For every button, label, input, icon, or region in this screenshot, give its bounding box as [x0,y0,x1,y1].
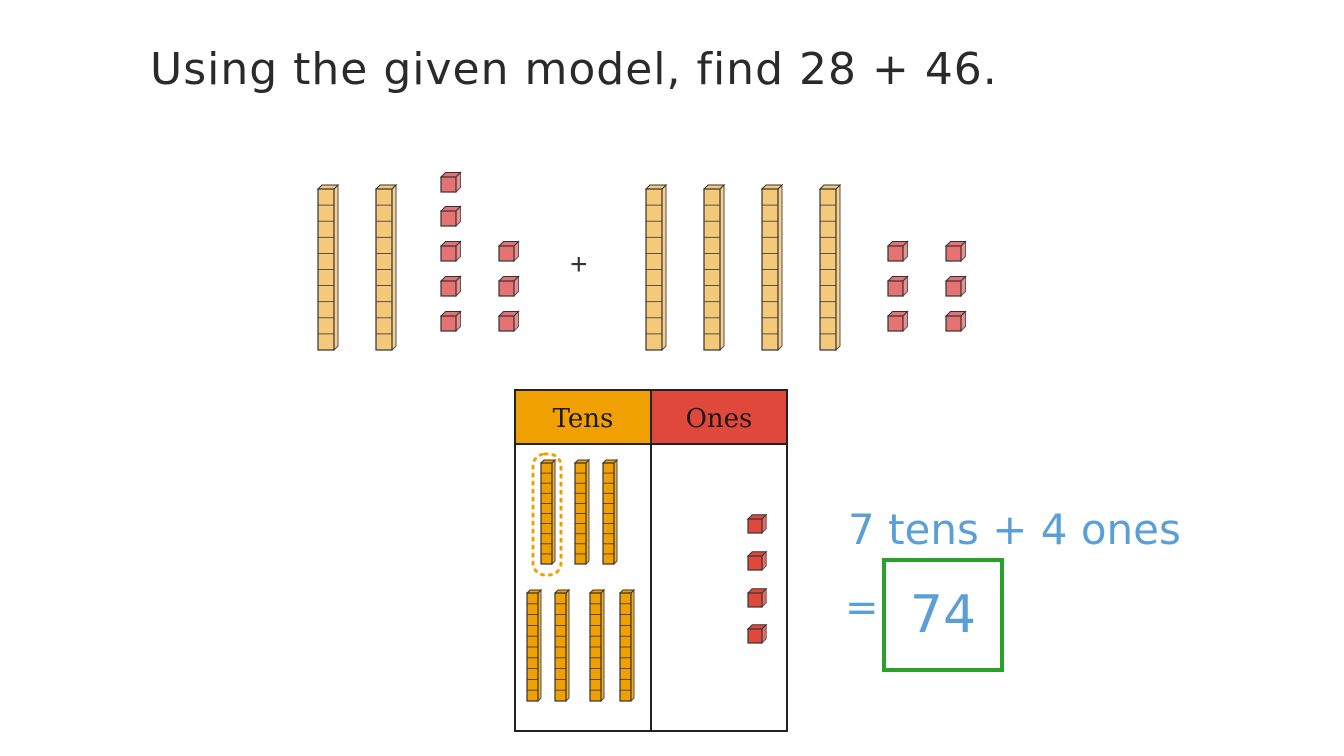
chart-ten-rod [601,458,619,566]
chart-unit-cube [746,513,768,535]
first-number-ten-rod [374,183,398,352]
plus-sign: + [570,248,588,281]
chart-ten-rod [539,458,557,566]
first-number-unit-cube [497,240,520,263]
tens-column [514,445,652,732]
chart-ten-rod [525,588,543,703]
chart-unit-cube [746,623,768,645]
second-number-unit-cube [886,240,909,263]
chart-ten-rod [573,458,591,566]
second-number-unit-cube [886,310,909,333]
second-number-unit-cube [944,275,967,298]
second-number-ten-rod [644,183,668,352]
chart-ten-rod [553,588,571,703]
second-number-ten-rod [760,183,784,352]
sum-expression: 7 tens + 4 ones [848,505,1181,554]
second-number-ten-rod [702,183,726,352]
equals-sign: = [845,585,879,631]
second-number-ten-rod [818,183,842,352]
second-number-unit-cube [886,275,909,298]
question-title: Using the given model, find 28 + 46. [150,44,998,95]
second-number-unit-cube [944,240,967,263]
first-number-unit-cube [497,275,520,298]
first-number-unit-cube [439,171,462,194]
grouped-ten-highlight [531,452,563,577]
chart-ten-rod [588,588,606,703]
answer-box: 74 [882,558,1004,672]
first-number-unit-cube [439,310,462,333]
answer-value: 74 [909,585,977,645]
chart-unit-cube [746,550,768,572]
tens-header: Tens [514,389,652,445]
first-number-unit-cube [497,310,520,333]
chart-ten-rod [618,588,636,703]
first-number-unit-cube [439,240,462,263]
place-value-chart: Tens Ones [514,389,788,732]
ones-column [650,445,788,732]
chart-unit-cube [746,587,768,609]
second-number-unit-cube [944,310,967,333]
first-number-unit-cube [439,275,462,298]
first-number-unit-cube [439,205,462,228]
ones-header: Ones [650,389,788,445]
first-number-ten-rod [316,183,340,352]
